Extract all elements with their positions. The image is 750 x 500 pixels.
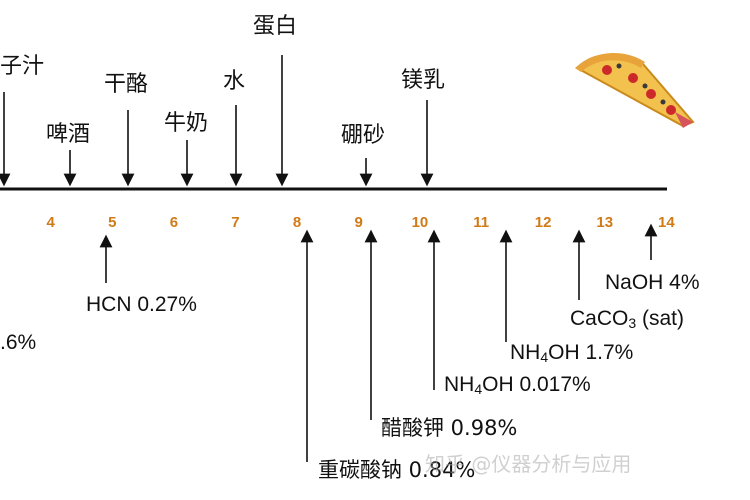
label-naoh: NaOH 4% (605, 271, 700, 294)
tick-label-12: 12 (534, 214, 552, 231)
label-caco3: CaCO3 (sat) (570, 307, 684, 331)
tick-label-11: 11 (473, 214, 490, 231)
label-nh4oh-high: NH4OH 1.7% (510, 341, 634, 365)
label-beer: 啤酒 (46, 122, 91, 147)
label-borax: 硼砂 (341, 123, 386, 148)
label-milk-of-magnesia: 镁乳 (401, 68, 446, 93)
tick-label-10: 10 (411, 214, 429, 231)
label-potassium-acetate: 醋酸钾 0.98% (381, 416, 518, 440)
tick-label-8: 8 (292, 214, 302, 231)
indicator-arrows (0, 55, 658, 462)
label-sodium-bicarbonate: 重碳酸钠 0.84% (318, 458, 476, 482)
label-juice: 子汁 (0, 54, 45, 79)
tick-label-6: 6 (169, 214, 179, 231)
label-cheese: 干酪 (104, 72, 149, 97)
tick-label-7: 7 (231, 214, 240, 231)
tick-label-9: 9 (354, 214, 363, 231)
label-hcn: HCN 0.27% (86, 293, 197, 316)
tick-label-5: 5 (108, 214, 117, 231)
tick-label-14: 14 (658, 214, 675, 231)
label-egg-white: 蛋白 (253, 14, 298, 39)
label-milk: 牛奶 (164, 111, 209, 136)
tick-label-4: 4 (46, 214, 55, 231)
label-water: 水 (223, 69, 246, 94)
watermark: 知乎 @仪器分析与应用 (425, 452, 632, 476)
pizza-slice-icon (575, 52, 695, 128)
tick-label-13: 13 (596, 214, 614, 231)
label-left-partial: .6% (0, 331, 37, 354)
label-nh4oh-low: NH4OH 0.017% (444, 373, 591, 397)
